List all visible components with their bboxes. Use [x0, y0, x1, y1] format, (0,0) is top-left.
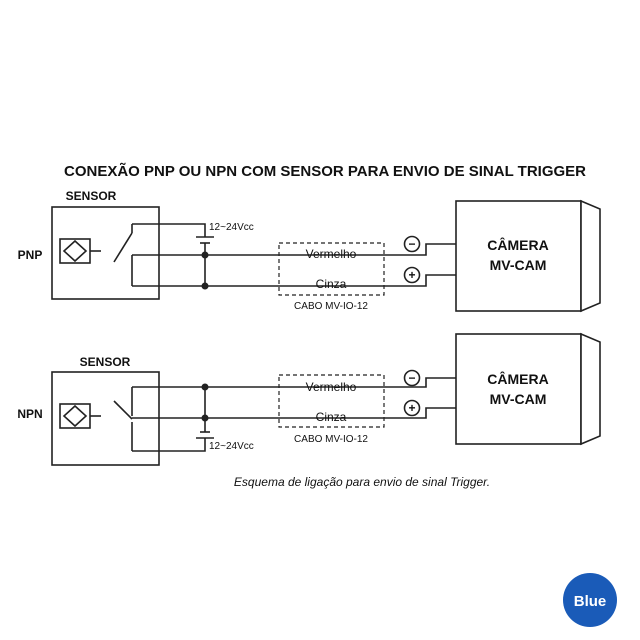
pnp-supply-label: 12~24Vcc: [209, 222, 254, 233]
npn-camera-icon: [455, 332, 601, 446]
pnp-diagram: SENSOR PNP 12~24Vcc: [18, 189, 601, 313]
npn-diagram: SENSOR NPN 12~24Vcc Verme: [17, 332, 601, 466]
npn-camera-model: MV-CAM: [490, 391, 547, 407]
pnp-wire-red-label: Vermelho: [306, 247, 357, 261]
diagram-caption: Esquema de ligação para envio de sinal T…: [234, 475, 490, 489]
npn-switch-icon: [113, 387, 133, 451]
pnp-camera-icon: [455, 199, 601, 313]
pnp-wire-gray-label: Cinza: [316, 277, 347, 291]
pnp-sensor-symbol-icon: [59, 238, 101, 264]
pnp-cable-label: CABO MV-IO-12: [294, 301, 368, 312]
npn-cable-box: [278, 374, 385, 428]
npn-type-label: NPN: [17, 407, 42, 421]
pnp-minus-terminal-icon: [403, 235, 421, 253]
pnp-camera-model: MV-CAM: [490, 257, 547, 273]
pnp-plus-terminal-icon: [403, 266, 421, 284]
npn-battery-icon: [196, 431, 214, 439]
npn-camera-title: CÂMERA: [487, 370, 548, 387]
npn-cable-label: CABO MV-IO-12: [294, 434, 368, 445]
svg-text:−: −: [408, 237, 415, 251]
npn-sensor-symbol-icon: [59, 403, 101, 429]
npn-minus-terminal-icon: [403, 369, 421, 387]
pnp-cable-box: [278, 242, 385, 296]
pnp-sensor-label: SENSOR: [66, 189, 117, 203]
pnp-camera-title: CÂMERA: [487, 236, 548, 253]
diagram-title: CONEXÃO PNP OU NPN COM SENSOR PARA ENVIO…: [64, 162, 586, 180]
svg-text:−: −: [408, 371, 415, 385]
pnp-sensor-box: [51, 206, 160, 300]
npn-supply-label: 12~24Vcc: [209, 441, 254, 452]
svg-text:+: +: [408, 401, 415, 415]
pnp-battery-icon: [196, 236, 214, 244]
blue-logo-text: Blue: [574, 593, 607, 610]
npn-plus-terminal-icon: [403, 399, 421, 417]
npn-wire-gray-label: Cinza: [316, 410, 347, 424]
svg-text:+: +: [408, 268, 415, 282]
pnp-type-label: PNP: [18, 248, 43, 262]
pnp-switch-icon: [113, 224, 133, 286]
npn-sensor-label: SENSOR: [80, 355, 131, 369]
npn-wire-red-label: Vermelho: [306, 380, 357, 394]
blue-logo: Blue: [563, 573, 617, 627]
